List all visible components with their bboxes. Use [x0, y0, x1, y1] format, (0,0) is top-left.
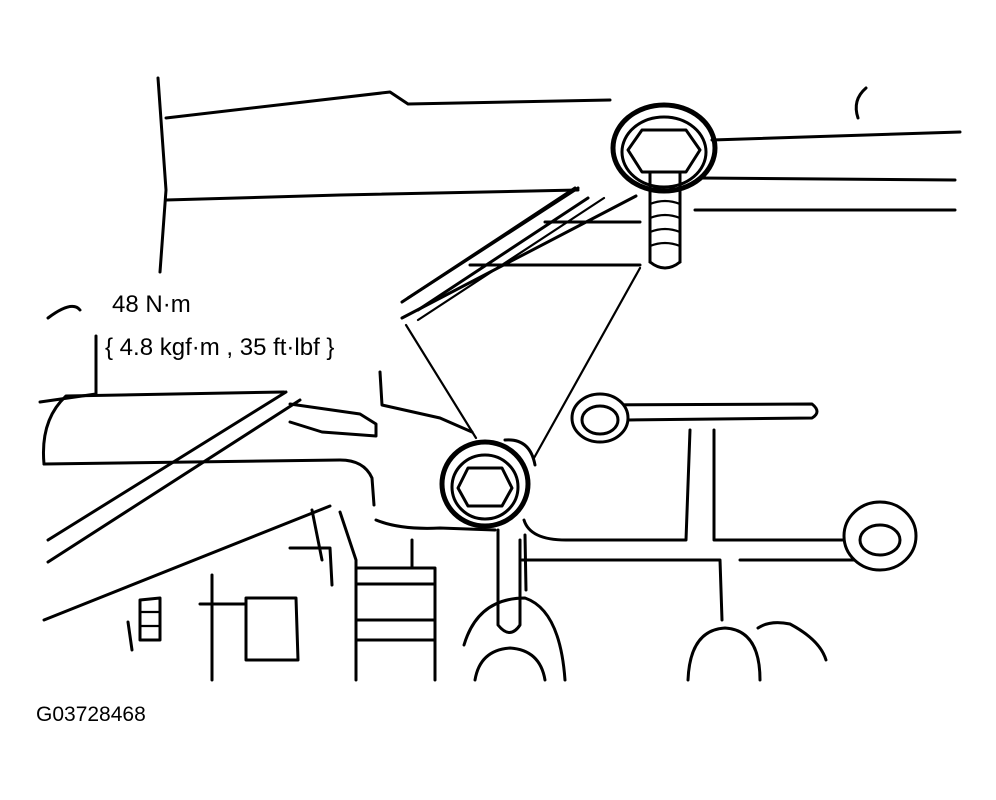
right-frame: [693, 86, 962, 212]
torque-alt-units-label: { 4.8 kgf·m , 35 ft·lbf }: [105, 334, 335, 361]
upper-bracket: [156, 76, 642, 320]
torque-value-label: 48 N·m: [112, 291, 191, 318]
mount-arm: [38, 304, 497, 682]
upper-bolt: [610, 102, 718, 270]
lower-bolt: [439, 438, 537, 529]
callout-leaders: [404, 196, 642, 460]
right-bracket: [520, 392, 918, 622]
lower-assembly: [126, 528, 828, 682]
figure-code-label: G03728468: [36, 703, 146, 726]
